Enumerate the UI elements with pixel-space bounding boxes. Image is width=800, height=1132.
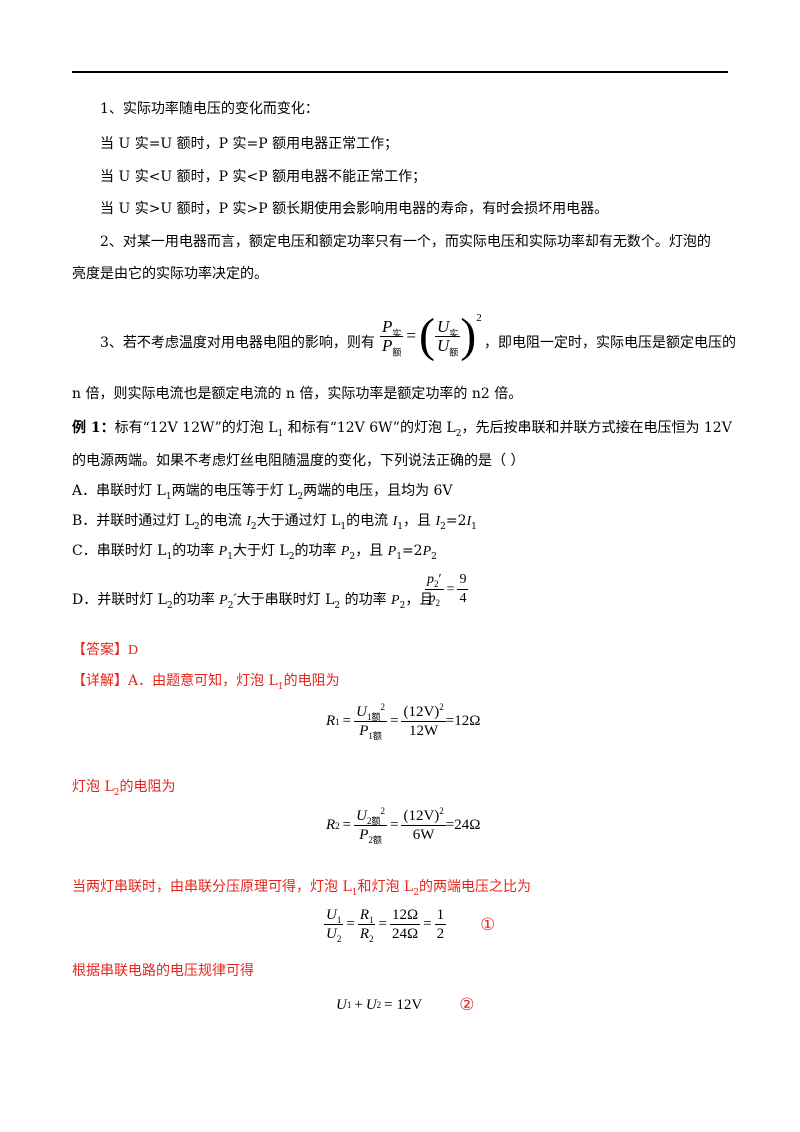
- detail-law-line: 根据串联电路的电压规律可得: [72, 963, 254, 979]
- p3-frac-voltage: U实 U额: [434, 316, 461, 357]
- p2-line-2: 亮度是由它的实际功率决定的。: [72, 266, 268, 282]
- option-b: B．并联时通过灯 L2的电流 I2大于通过灯 L1的电流 I1，且 I2=2I1: [72, 513, 477, 532]
- detail-l2-line: 灯泡 L2的电阻为: [72, 779, 176, 798]
- header-rule: [72, 71, 728, 73]
- p3-line-2: n 倍，则实际电流也是额定电流的 n 倍，实际功率是额定功率的 n2 倍。: [72, 386, 523, 402]
- example-question-line-1: 例 1：标有“12V 12W”的灯泡 L1 和标有“12V 6W”的灯泡 L2，…: [72, 420, 732, 439]
- p1-line-1: 当 U 实=U 额时，P 实=P 额用电器正常工作；: [100, 136, 399, 152]
- equation-marker-2: ②: [459, 995, 475, 1014]
- equation-marker-1: ①: [480, 914, 496, 934]
- p3-frac-power: P实 P额: [380, 316, 404, 357]
- answer-label: 【答案】: [72, 642, 128, 658]
- equation-voltage-ratio: U1 U2 = R1 R2 = 12Ω 24Ω = 1 2 ①: [324, 907, 496, 944]
- example-label: 例 1：: [72, 420, 115, 436]
- p1-title: 1、实际功率随电压的变化而变化：: [100, 101, 319, 117]
- p3-text-before: 3、若不考虑温度对用电器电阻的影响，则有: [100, 335, 375, 351]
- example-question-line-2: 的电源两端。如果不考虑灯丝电阻随温度的变化，下列说法正确的是（ ）: [72, 453, 525, 469]
- p3-formula: P实 P额 = ( U实 U额 ) 2: [380, 309, 482, 362]
- option-c: C．串联时灯 L1的功率 P1大于灯 L2的功率 P2，且 P1=2P2: [72, 543, 437, 562]
- option-d: D．并联时灯 L2的功率 P2′大于串联时灯 L2 的功率 P2，且: [72, 592, 434, 611]
- p1-line-3: 当 U 实>U 额时，P 实>P 额长期使用会影响用电器的寿命，有时会损坏用电器…: [100, 201, 609, 217]
- detail-series-line: 当两灯串联时，由串联分压原理可得，灯泡 L1和灯泡 L2的两端电压之比为: [72, 879, 531, 898]
- answer-line: 【答案】D: [72, 640, 138, 661]
- option-a: A．串联时灯 L1两端的电压等于灯 L2两端的电压，且均为 6V: [72, 483, 453, 502]
- p3-text-after: ，即电阻一定时，实际电压是额定电压的: [484, 335, 736, 351]
- option-d-ratio: p2′ p2 = 9 4: [425, 572, 469, 608]
- answer-value: D: [128, 643, 139, 658]
- p1-line-2: 当 U 实<U 额时，P 实<P 额用电器不能正常工作；: [100, 169, 427, 185]
- detail-a-line: 【详解】A．由题意可知，灯泡 L1的电阻为: [72, 673, 340, 692]
- detail-label: 【详解】: [72, 673, 128, 689]
- p2-line-1: 2、对某一用电器而言，额定电压和额定功率只有一个，而实际电压和实际功率却有无数个…: [100, 234, 711, 250]
